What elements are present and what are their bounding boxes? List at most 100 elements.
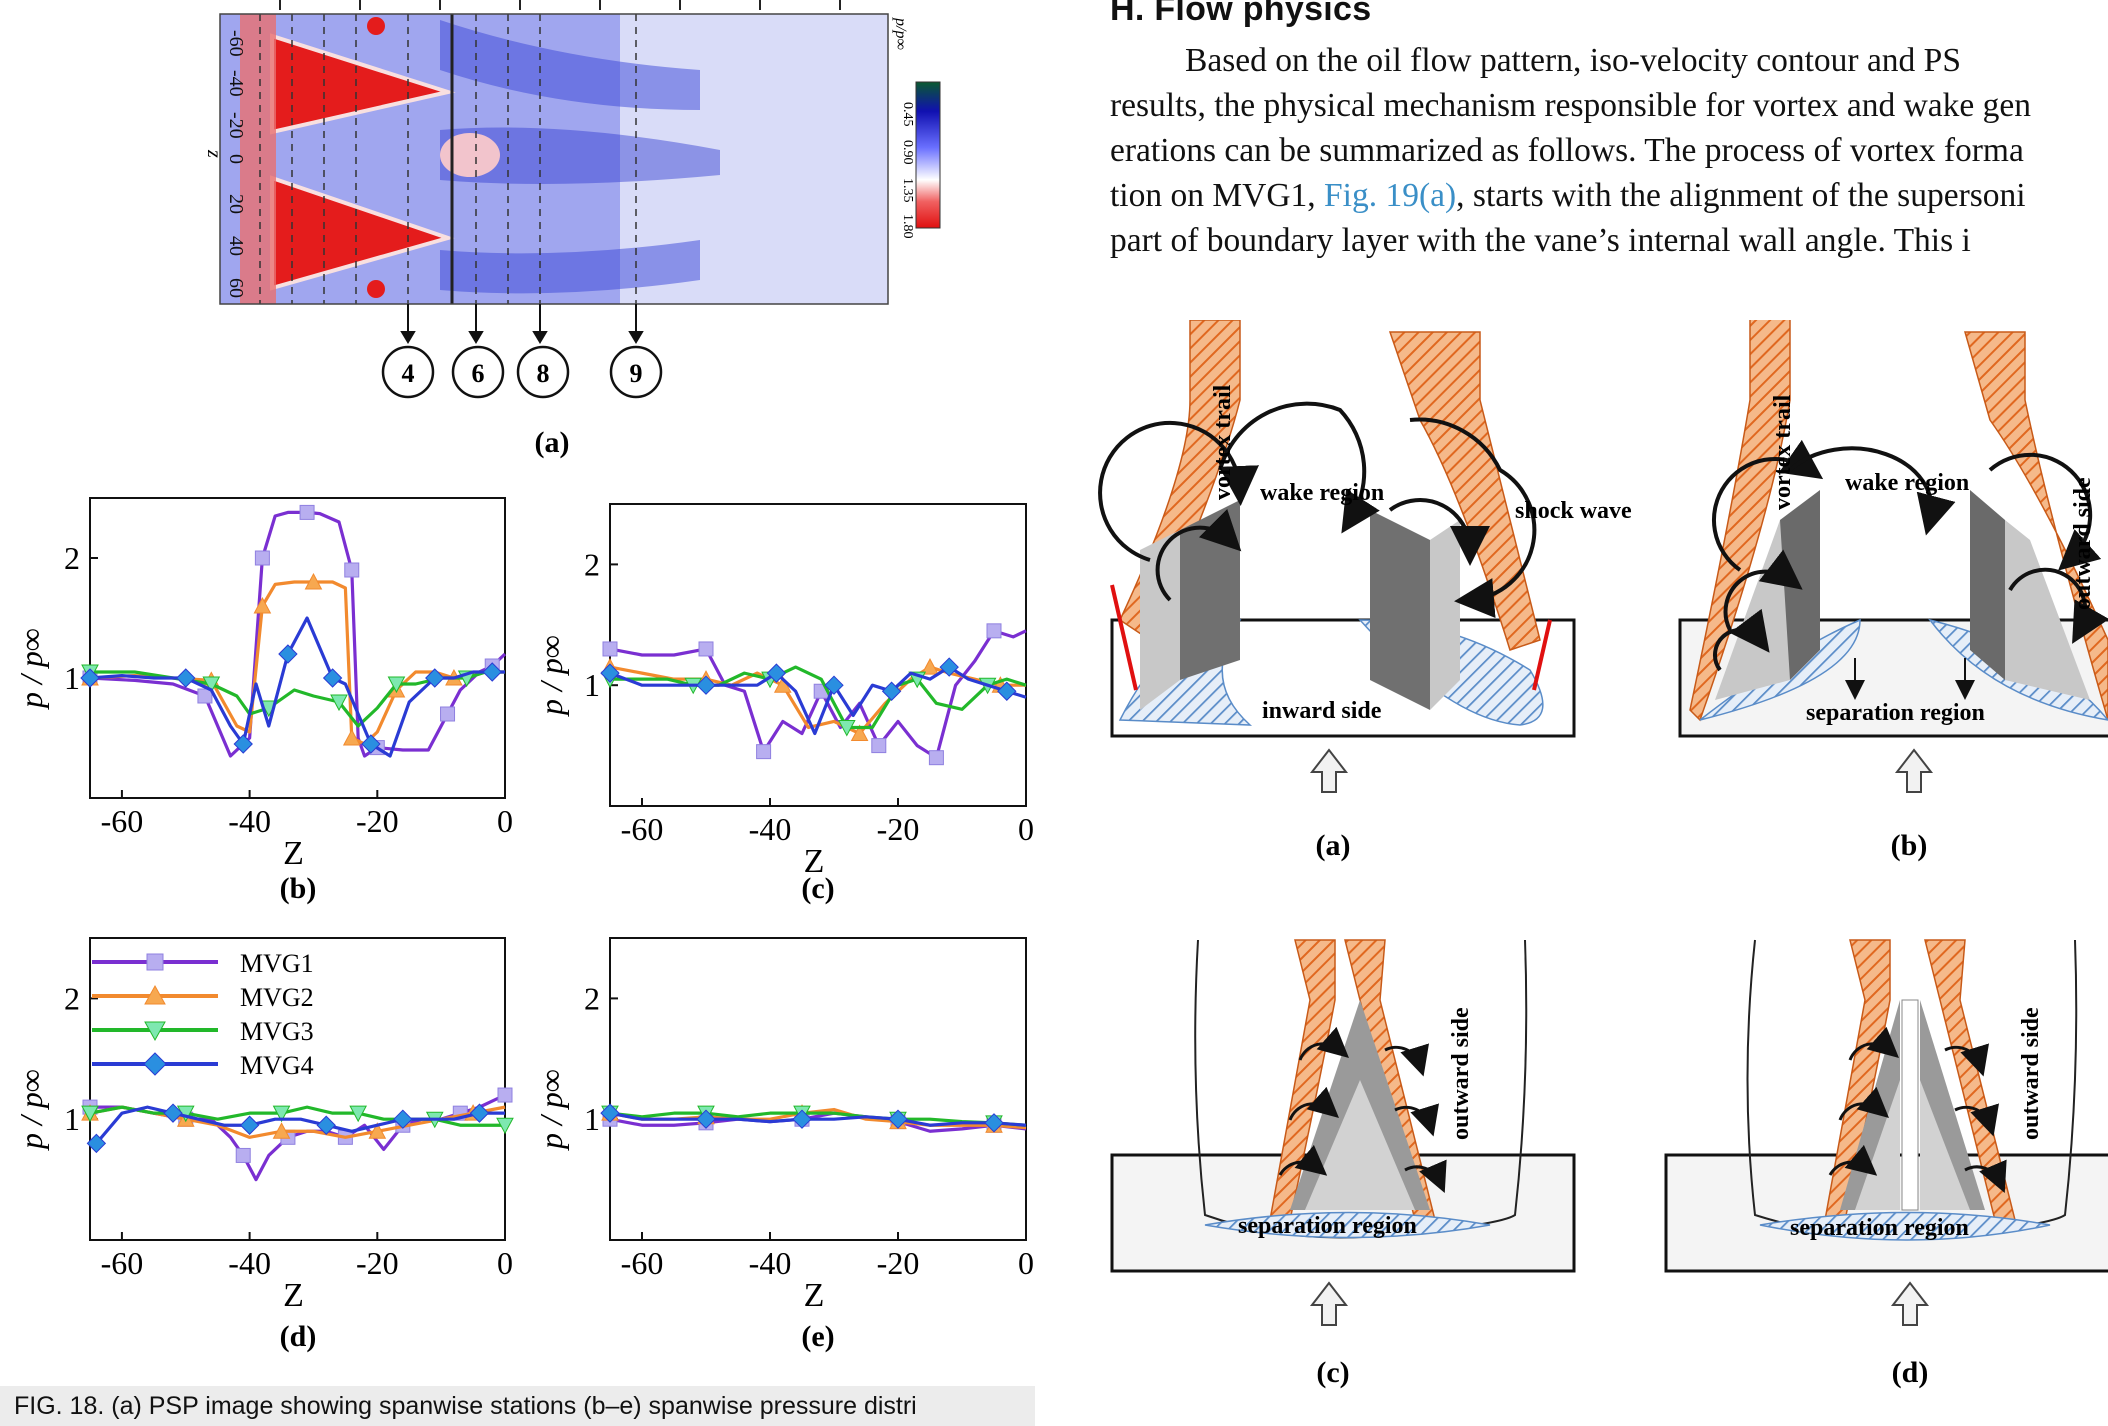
colorbar-tick: 0.45 [900, 102, 915, 127]
vortex-arrow [1964, 1159, 2007, 1194]
label-separation-region: separation region [1238, 1213, 1417, 1239]
vortex-arrow [1828, 1144, 1878, 1176]
colorbar-tick: 1.80 [900, 214, 915, 239]
data-point-marker [792, 1109, 812, 1129]
data-point-marker [425, 668, 445, 688]
station-number: 4 [402, 359, 415, 388]
series-line-mvg4 [89, 616, 505, 758]
separation-region [1204, 1211, 1491, 1239]
vortex-arrow [1954, 1103, 1999, 1137]
vane-face-light [1305, 1080, 1415, 1210]
station-circle [609, 345, 663, 399]
data-point-marker [361, 734, 381, 754]
data-point-marker [342, 728, 361, 746]
vane-face-dark [1370, 510, 1430, 710]
flow-direction-arrow [1309, 748, 1349, 793]
data-point-marker [254, 550, 270, 566]
data-point-marker [600, 1103, 620, 1123]
section-heading: H. Flow physics [1110, 0, 1372, 28]
wake-streak [440, 20, 700, 110]
series-line-mvg1 [89, 510, 507, 758]
colorbar-ticks: 0.45 0.90 1.35 1.80 [900, 102, 915, 239]
z-tick-label: 60 [225, 278, 247, 298]
label-shock-wave: shock wave [1515, 498, 1632, 524]
data-point-marker [86, 1133, 107, 1154]
data-point-marker [698, 641, 714, 657]
vortex-arrow [1288, 1086, 1339, 1121]
data-point-marker [316, 1115, 336, 1135]
y-tick-label: 1 [584, 1101, 600, 1137]
figure-reference-link[interactable]: Fig. 19(a) [1324, 177, 1457, 214]
schematic-d: outward side separation region (d) [1664, 939, 2108, 1389]
y-tick-label: 2 [584, 546, 600, 582]
psp-z-axis-label: z [203, 149, 225, 158]
schematic-sublabel-c: (c) [1316, 1356, 1349, 1389]
schematic-sublabel-a: (a) [1316, 829, 1351, 862]
x-tick-label: 0 [497, 1245, 513, 1281]
vortex-schematic-figure: vortex trail wake region shock wave inwa… [1098, 320, 2108, 1389]
label-inward-side: inward side [1262, 698, 1382, 724]
station-markers: 4 6 8 9 [381, 345, 663, 399]
vortex-arrow [1838, 1086, 1889, 1121]
data-point-marker [272, 1122, 291, 1139]
subfigure-label-b: (b) [280, 872, 317, 905]
colorbar [915, 81, 941, 229]
chart-frame [609, 937, 1027, 1241]
data-point-marker [235, 1147, 251, 1163]
vortex-arrow [1155, 508, 1242, 602]
x-tick-label: -20 [356, 803, 399, 839]
series-line-mvg4 [609, 1111, 1027, 1127]
data-point-marker [766, 663, 787, 683]
legend-item-mvg4: MVG4 [92, 1051, 314, 1080]
vortex-arrow [2008, 567, 2108, 644]
y-tick-label: 2 [64, 540, 80, 576]
subfigure-label-d: (d) [280, 1320, 317, 1353]
data-point-marker [330, 694, 348, 712]
data-point-marker [928, 750, 944, 766]
data-point-marker [600, 663, 620, 683]
station-circle [381, 345, 435, 399]
vane-face-light [1430, 520, 1460, 710]
x-tick-label: -20 [877, 1245, 920, 1281]
data-point-marker [197, 688, 213, 704]
y-axis-label: p / p∞ [533, 1069, 569, 1151]
vane-gap [1901, 999, 1919, 1211]
psp-z-ticks: -60 -40 -20 0 20 40 60 [225, 30, 247, 298]
legend-label: MVG3 [240, 1017, 314, 1046]
vane-face-light [1140, 530, 1180, 710]
figure-caption-bar: FIG. 18. (a) PSP image showing spanwise … [0, 1386, 1035, 1426]
label-vortex-trail: vortex trail [1770, 394, 1796, 510]
data-point-marker [81, 1105, 99, 1123]
z-tick-label: 0 [225, 154, 247, 164]
vortex-trail-right [1388, 331, 1541, 651]
x-tick-label: -40 [749, 811, 792, 847]
psp-frame [219, 13, 889, 305]
z-tick-label: -60 [225, 30, 247, 57]
data-point-marker [696, 675, 716, 695]
data-point-marker [496, 1117, 514, 1135]
label-wake-region: wake region [1260, 480, 1384, 506]
vortex-arrow [1278, 1144, 1328, 1176]
x-tick-label: -40 [228, 803, 271, 839]
y-tick-label: 2 [64, 980, 80, 1016]
data-point-marker [272, 1105, 291, 1123]
separation-region [1759, 1211, 2051, 1241]
x-axis-label: Z [283, 1277, 304, 1314]
paragraph-line: erations can be summarized as follows. T… [1110, 132, 2024, 169]
paragraph-text: tion on MVG1, [1110, 177, 1325, 214]
x-tick-label: -60 [101, 1245, 144, 1281]
paragraph-line: part of boundary layer with the vane’s i… [1110, 222, 1971, 259]
schematic-a: vortex trail wake region shock wave inwa… [1098, 320, 1632, 862]
x-axis-label: Z [804, 843, 825, 880]
label-wake-region: wake region [1845, 470, 1969, 496]
series-line-mvg2 [89, 580, 505, 746]
legend-marker-triangle-down [144, 1021, 166, 1042]
data-point-marker [344, 562, 360, 578]
legend-item-mvg2: MVG2 [92, 983, 314, 1012]
data-point-marker [80, 668, 100, 688]
vortex-arrow [1711, 439, 1824, 572]
station-dashed-lines [259, 14, 637, 304]
red-spot [367, 280, 385, 298]
data-point-marker [756, 744, 772, 760]
